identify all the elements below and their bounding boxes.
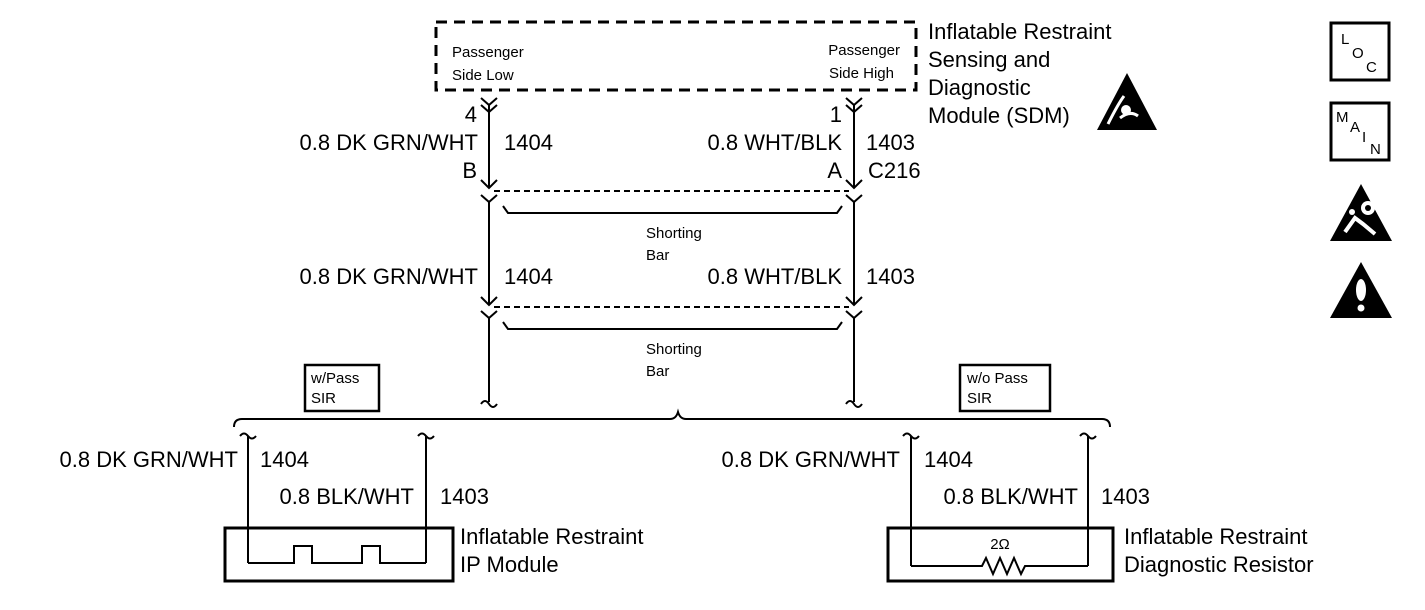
shorting-bar-2-label-1: Shorting: [646, 341, 702, 358]
without-pass-sir-label-2: SIR: [967, 390, 992, 407]
sdm-title-1: Inflatable Restraint: [928, 19, 1111, 44]
sdm-title-4: Module (SDM): [928, 103, 1070, 128]
svg-text:A: A: [1350, 119, 1360, 136]
ip-wire-label-a: 0.8 DK GRN/WHT: [60, 447, 238, 472]
airbag-warning-icon: [1330, 184, 1392, 241]
without-pass-sir-box: [958, 363, 1052, 413]
shorting-bar-2-label-2: Bar: [646, 363, 669, 380]
sdm-title-2: Sensing and: [928, 47, 1050, 72]
loc-icon: L O C: [1329, 21, 1391, 82]
left-wire-label-2: 0.8 DK GRN/WHT: [300, 264, 478, 289]
right-circuit-number-1: 1403: [866, 130, 915, 155]
option-brace: [233, 408, 1111, 428]
sdm-low-label-1: Passenger: [452, 44, 524, 61]
sdm-high-label-1: Passenger: [828, 42, 900, 59]
sdm-module-box: [434, 20, 918, 92]
right-wire-label-1: 0.8 WHT/BLK: [708, 130, 843, 155]
connector-label: C216: [868, 158, 921, 183]
main-icon: M A I N: [1329, 101, 1391, 162]
svg-text:N: N: [1370, 141, 1381, 158]
esd-warning-icon: [1097, 73, 1157, 130]
right-wire-label-2: 0.8 WHT/BLK: [708, 264, 843, 289]
sdm-high-label-2: Side High: [829, 65, 894, 82]
svg-text:O: O: [1352, 45, 1364, 62]
svg-text:I: I: [1362, 129, 1366, 146]
airbag-squib-symbol: [248, 545, 426, 564]
ip-circuit-number-b: 1403: [440, 484, 489, 509]
resistor-circuit-number-a: 1404: [924, 447, 973, 472]
resistor-symbol: [911, 555, 1088, 577]
right-pin-number: 1: [830, 102, 842, 127]
with-pass-sir-box: [303, 363, 381, 413]
resistor-value: 2Ω: [990, 536, 1010, 553]
shorting-bar-2: [502, 321, 843, 330]
svg-text:C: C: [1366, 59, 1377, 76]
resistor-title-1: Inflatable Restraint: [1124, 524, 1307, 549]
shorting-bar-1: [502, 205, 843, 214]
sdm-low-label-2: Side Low: [452, 67, 514, 84]
right-circuit-number-2: 1403: [866, 264, 915, 289]
shorting-bar-1-label-2: Bar: [646, 247, 669, 264]
ip-module-box: [223, 526, 455, 583]
shorting-bar-1-label-1: Shorting: [646, 225, 702, 242]
ip-module-title-2: IP Module: [460, 552, 559, 577]
ip-module-title-1: Inflatable Restraint: [460, 524, 643, 549]
resistor-wire-label-b: 0.8 BLK/WHT: [944, 484, 1078, 509]
ip-wire-label-b: 0.8 BLK/WHT: [280, 484, 414, 509]
resistor-box: [886, 526, 1115, 583]
left-wire-label-1: 0.8 DK GRN/WHT: [300, 130, 478, 155]
resistor-circuit-number-b: 1403: [1101, 484, 1150, 509]
with-pass-sir-label-2: SIR: [311, 390, 336, 407]
left-circuit-number-1: 1404: [504, 130, 553, 155]
without-pass-sir-label-1: w/o Pass: [966, 370, 1028, 387]
left-circuit-number-2: 1404: [504, 264, 553, 289]
with-pass-sir-label-1: w/Pass: [310, 370, 359, 387]
sdm-title-3: Diagnostic: [928, 75, 1031, 100]
right-terminal-label: A: [827, 158, 842, 183]
svg-text:M: M: [1336, 109, 1349, 126]
left-pin-number: 4: [465, 102, 477, 127]
resistor-wire-label-a: 0.8 DK GRN/WHT: [722, 447, 900, 472]
caution-icon: [1330, 262, 1392, 318]
left-terminal-label: B: [462, 158, 477, 183]
ip-circuit-number-a: 1404: [260, 447, 309, 472]
resistor-title-2: Diagnostic Resistor: [1124, 552, 1314, 577]
svg-text:L: L: [1341, 31, 1349, 48]
